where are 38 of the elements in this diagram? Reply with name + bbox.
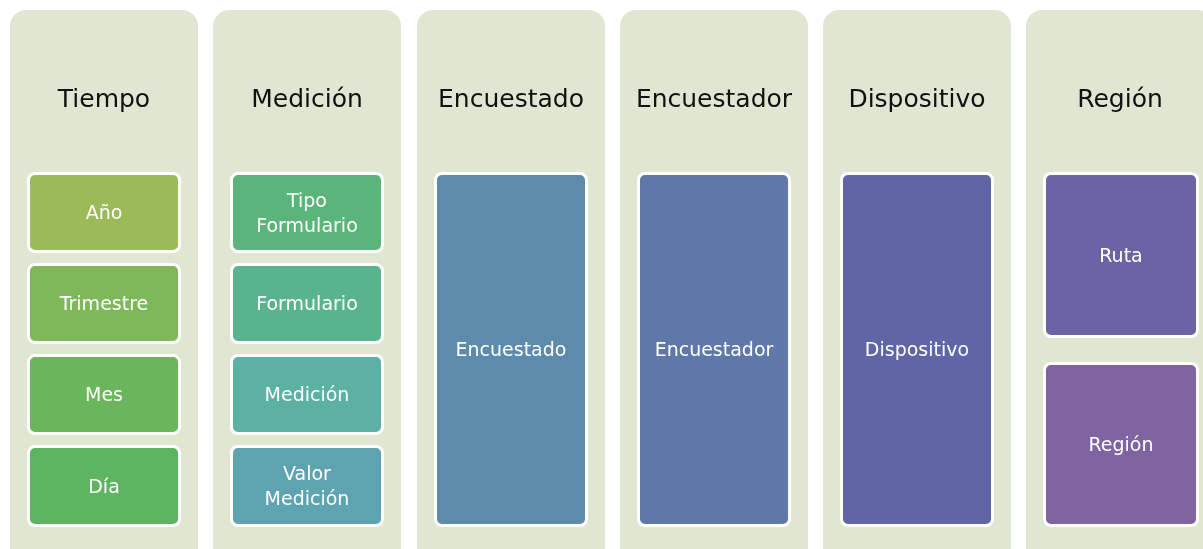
column-heading: Tiempo (56, 84, 152, 113)
box-label: Medición (264, 382, 350, 407)
box-label: Región (1088, 432, 1154, 457)
column-heading: Medición (250, 84, 364, 113)
category-box (637, 172, 791, 527)
category-box (230, 263, 384, 344)
box-label: Encuestado (455, 337, 567, 362)
column-panel (823, 10, 1011, 549)
category-box (27, 172, 181, 253)
category-box (1043, 362, 1199, 527)
category-box (230, 354, 384, 435)
box-label: Trimestre (59, 291, 149, 316)
category-box (27, 445, 181, 527)
box-label: Ruta (1099, 242, 1143, 268)
box-label: Encuestador (654, 337, 774, 362)
column-heading: Dispositivo (847, 84, 987, 113)
category-box (27, 354, 181, 435)
category-box (230, 172, 384, 253)
column-panel (417, 10, 605, 549)
column-heading: Encuestador (634, 84, 794, 113)
column-panel (620, 10, 808, 549)
category-box (27, 263, 181, 344)
category-box (434, 172, 588, 527)
box-label: Formulario (256, 291, 358, 316)
category-box (840, 172, 994, 527)
column-panel (1026, 10, 1203, 549)
box-label: Mes (85, 382, 123, 407)
category-box (1043, 172, 1199, 338)
box-label: Valor Medición (263, 461, 351, 511)
column-heading: Encuestado (437, 84, 585, 113)
box-label: Tipo Formulario (255, 187, 359, 238)
box-label: Día (88, 473, 120, 499)
box-label: Año (85, 200, 123, 225)
column-panel (213, 10, 401, 549)
column-panel (10, 10, 198, 549)
box-label: Dispositivo (864, 337, 970, 362)
column-heading: Región (1076, 84, 1164, 113)
category-box (230, 445, 384, 527)
